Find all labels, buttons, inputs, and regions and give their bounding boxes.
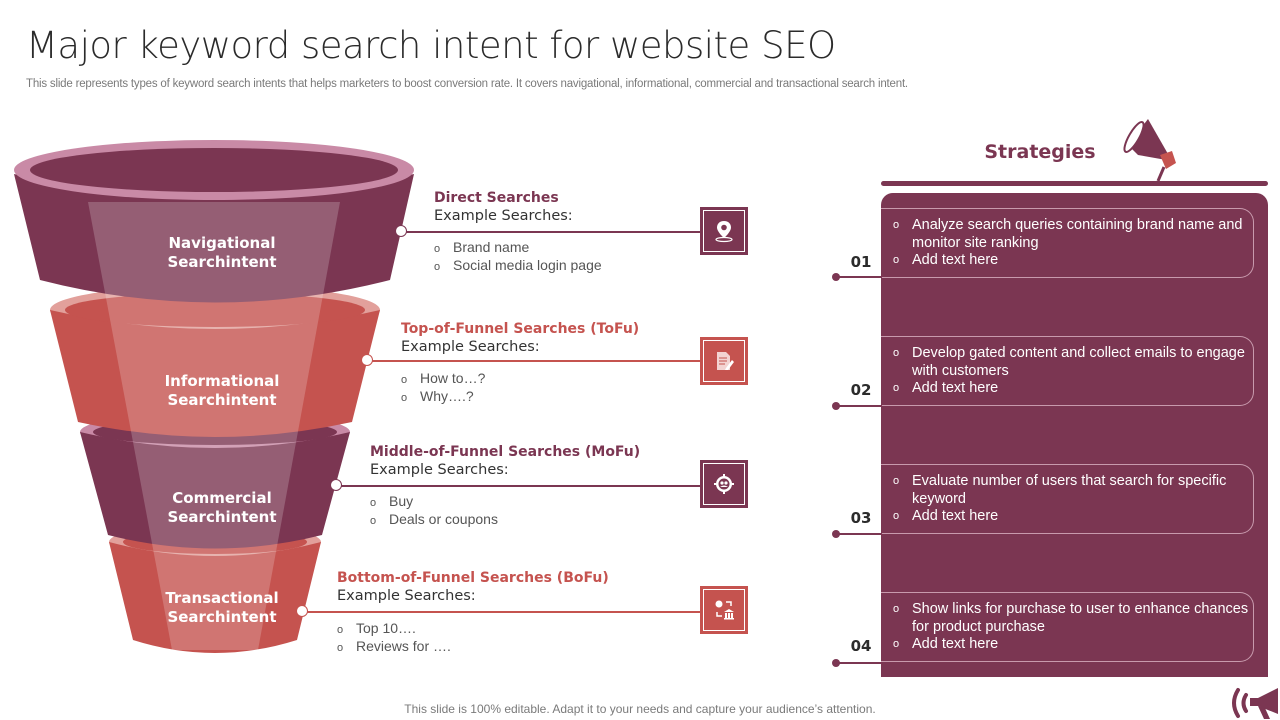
strategies-divider (881, 181, 1268, 186)
gear-people-icon (714, 474, 734, 494)
money-bank-transfer-icon (715, 600, 734, 620)
page-subtitle: This slide represents types of keyword s… (26, 78, 908, 90)
strategies-panel (881, 193, 1268, 677)
strategies-title: Strategies (984, 141, 1096, 163)
strategy-connector-dot (832, 530, 840, 538)
example-heading: Top-of-Funnel Searches (ToFu) (401, 321, 640, 337)
funnel-label-commercial: Commercial Searchintent (167, 489, 277, 526)
strategy-point: Add text here (893, 252, 1253, 270)
example-subheading: Example Searches: (337, 588, 476, 604)
connector-dot (361, 354, 373, 366)
example-subheading: Example Searches: (401, 339, 540, 355)
funnel-label-navigational: Navigational Searchintent (167, 234, 277, 271)
strategy-card: Develop gated content and collect emails… (881, 336, 1254, 406)
icon-box (700, 586, 748, 634)
strategy-connector-dot (832, 402, 840, 410)
funnel-diagram: Navigational Searchintent Informational … (0, 130, 430, 670)
example-heading: Direct Searches (434, 190, 559, 206)
icon-box (700, 207, 748, 255)
strategy-connector-dot (832, 273, 840, 281)
connector-dot (330, 479, 342, 491)
footer-note: This slide is 100% editable. Adapt it to… (404, 702, 876, 716)
funnel-stage-navigational (14, 140, 414, 303)
funnel-highlight (88, 202, 340, 650)
icon-box (700, 337, 748, 385)
connector-line (302, 611, 701, 613)
strategy-connector-line (836, 405, 882, 407)
strategy-number: 01 (850, 253, 872, 271)
example-item: Brand name (434, 239, 602, 257)
example-subheading: Example Searches: (434, 208, 573, 224)
funnel-stage-informational (50, 285, 380, 437)
strategy-connector-line (836, 533, 882, 535)
example-list: Top 10…. Reviews for …. (337, 620, 451, 656)
example-item: Social media login page (434, 257, 602, 275)
megaphone-sound-icon (1232, 688, 1278, 719)
strategy-number: 04 (850, 637, 872, 655)
funnel-label-transactional: Transactional Searchintent (165, 589, 279, 626)
connector-line (336, 485, 701, 487)
funnel-label-informational: Informational Searchintent (164, 372, 280, 409)
connector-line (367, 360, 701, 362)
example-heading: Middle-of-Funnel Searches (MoFu) (370, 444, 641, 460)
example-list: Buy Deals or coupons (370, 493, 498, 529)
funnel-graphic (14, 140, 414, 653)
strategy-connector-line (836, 662, 882, 664)
strategy-point: Develop gated content and collect emails… (893, 345, 1253, 380)
strategy-point: Add text here (893, 508, 1253, 526)
connector-dot (395, 225, 407, 237)
example-list: How to…? Why….? (401, 370, 485, 406)
example-list: Brand name Social media login page (434, 239, 602, 275)
megaphone-icon (1123, 119, 1176, 182)
document-edit-icon (717, 352, 734, 370)
example-item: Top 10…. (337, 620, 451, 638)
icon-box (700, 460, 748, 508)
connector-line (401, 231, 701, 233)
strategy-number: 02 (850, 381, 872, 399)
strategy-point: Evaluate number of users that search for… (893, 473, 1253, 508)
strategy-connector-line (836, 276, 882, 278)
strategy-number: 03 (850, 509, 872, 527)
page-title: Major keyword search intent for website … (26, 24, 836, 67)
example-item: Why….? (401, 388, 485, 406)
strategy-point: Add text here (893, 636, 1253, 654)
example-heading: Bottom-of-Funnel Searches (BoFu) (337, 570, 609, 586)
strategy-card: Evaluate number of users that search for… (881, 464, 1254, 534)
strategy-point: Add text here (893, 380, 1253, 398)
example-item: Reviews for …. (337, 638, 451, 656)
strategy-point: Analyze search queries containing brand … (893, 217, 1253, 252)
strategy-point: Show links for purchase to user to enhan… (893, 601, 1253, 636)
connector-dot (296, 605, 308, 617)
example-item: Buy (370, 493, 498, 511)
strategy-card: Analyze search queries containing brand … (881, 208, 1254, 278)
strategy-card: Show links for purchase to user to enhan… (881, 592, 1254, 662)
map-pin-icon (715, 221, 733, 243)
example-item: How to…? (401, 370, 485, 388)
example-subheading: Example Searches: (370, 462, 509, 478)
strategy-connector-dot (832, 659, 840, 667)
example-item: Deals or coupons (370, 511, 498, 529)
